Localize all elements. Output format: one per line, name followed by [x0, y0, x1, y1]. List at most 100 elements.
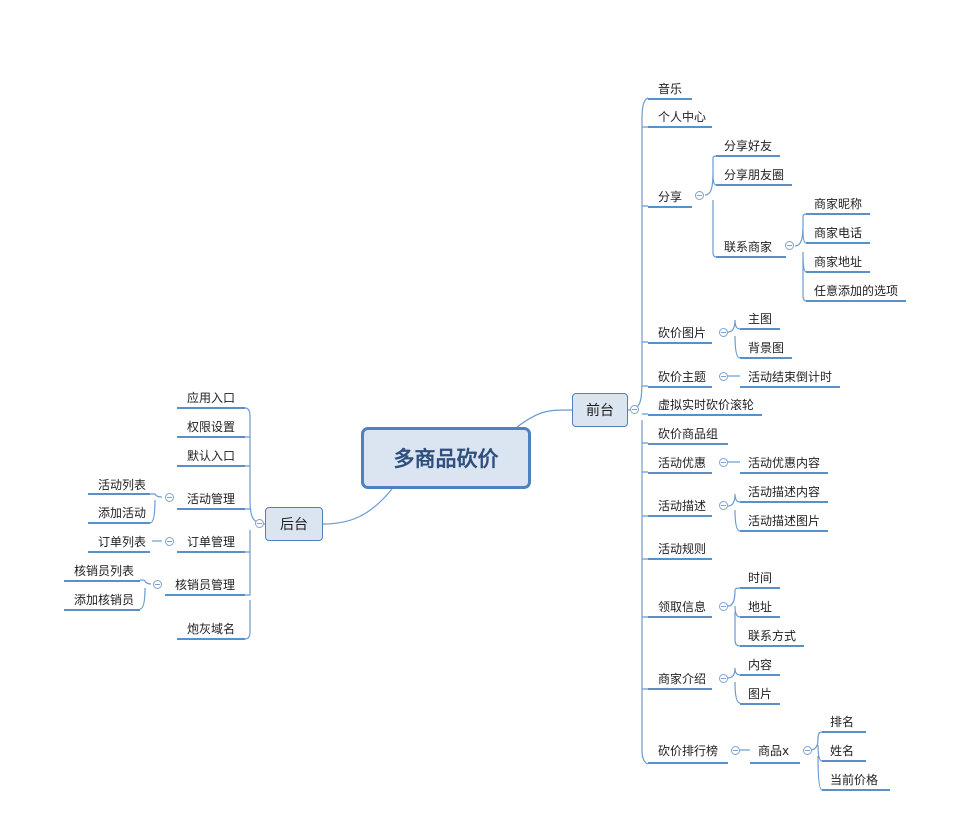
node-order-list[interactable]: 订单列表 — [98, 535, 147, 549]
edge-share-children — [704, 155, 717, 258]
branch-front[interactable]: 前台 — [572, 393, 628, 427]
node-intro-content[interactable]: 内容 — [748, 658, 773, 672]
node-merchant-address[interactable]: 商家地址 — [814, 255, 863, 269]
edge-activity-children — [149, 493, 163, 524]
node-underline — [648, 762, 728, 764]
branch-back[interactable]: 后台 — [265, 507, 323, 541]
node-pickup-info[interactable]: 领取信息 — [658, 600, 707, 614]
node-bargain-theme[interactable]: 砍价主题 — [658, 370, 707, 384]
node-add-verifier[interactable]: 添加核销员 — [74, 593, 135, 607]
collapse-icon[interactable] — [719, 602, 728, 611]
node-underline — [648, 616, 712, 618]
node-underline — [648, 386, 712, 388]
node-permissions[interactable]: 权限设置 — [187, 420, 236, 434]
root-node[interactable]: 多商品砍价 — [361, 427, 531, 489]
node-order-mgmt[interactable]: 订单管理 — [187, 535, 236, 549]
collapse-icon[interactable] — [695, 191, 704, 200]
node-underline — [648, 126, 712, 128]
node-activity-rules[interactable]: 活动规则 — [658, 542, 707, 556]
node-underline — [822, 760, 866, 762]
node-verifier-list[interactable]: 核销员列表 — [74, 564, 135, 578]
collapse-icon[interactable] — [731, 746, 740, 755]
node-bargain-ranking[interactable]: 砍价排行榜 — [658, 744, 719, 758]
node-activity-mgmt[interactable]: 活动管理 — [187, 492, 236, 506]
node-contact-merchant[interactable]: 联系商家 — [724, 240, 773, 254]
node-description-content[interactable]: 活动描述内容 — [748, 485, 821, 499]
node-underline — [648, 342, 712, 344]
node-activity-discount[interactable]: 活动优惠 — [658, 456, 707, 470]
collapse-icon[interactable] — [630, 405, 639, 414]
node-activity-description[interactable]: 活动描述 — [658, 499, 707, 513]
edge-description-children — [727, 493, 741, 532]
edge-root-front — [516, 409, 573, 428]
node-share-friend[interactable]: 分享好友 — [724, 139, 773, 153]
node-music[interactable]: 音乐 — [658, 82, 683, 96]
node-underline — [648, 443, 728, 445]
node-underline — [177, 407, 245, 409]
edge-back-trunk — [244, 407, 266, 640]
node-verifier-mgmt[interactable]: 核销员管理 — [175, 578, 236, 592]
collapse-icon[interactable] — [719, 328, 728, 337]
node-merchant-intro[interactable]: 商家介绍 — [658, 672, 707, 686]
node-background-image[interactable]: 背景图 — [748, 341, 785, 355]
collapse-icon[interactable] — [165, 493, 174, 502]
node-goods-x[interactable]: 商品x — [758, 744, 790, 758]
node-underline — [177, 436, 245, 438]
node-add-activity[interactable]: 添加活动 — [98, 506, 147, 520]
node-underline — [822, 731, 866, 733]
node-pickup-address[interactable]: 地址 — [748, 600, 773, 614]
node-name[interactable]: 姓名 — [830, 744, 855, 758]
node-intro-image[interactable]: 图片 — [748, 687, 773, 701]
collapse-icon[interactable] — [153, 580, 162, 589]
node-merchant-nickname[interactable]: 商家昵称 — [814, 197, 863, 211]
edge-pickup-children — [727, 587, 741, 647]
node-underline — [806, 242, 870, 244]
node-underline — [716, 155, 780, 157]
node-underline — [648, 414, 762, 416]
collapse-icon[interactable] — [719, 458, 728, 467]
collapse-icon[interactable] — [719, 372, 728, 381]
node-bargain-images[interactable]: 砍价图片 — [658, 326, 707, 340]
node-underline — [648, 98, 692, 100]
node-description-image[interactable]: 活动描述图片 — [748, 514, 821, 528]
node-virtual-scroll[interactable]: 虚拟实时砍价滚轮 — [658, 398, 755, 412]
node-underline — [64, 580, 140, 582]
node-share-moments[interactable]: 分享朋友圈 — [724, 168, 785, 182]
node-underline — [88, 493, 150, 495]
node-share[interactable]: 分享 — [658, 190, 683, 204]
node-underline — [716, 184, 792, 186]
node-pickup-time[interactable]: 时间 — [748, 571, 773, 585]
edge-contact-children — [794, 213, 807, 302]
collapse-icon[interactable] — [165, 537, 174, 546]
edge-root-back — [322, 488, 393, 525]
node-main-image[interactable]: 主图 — [748, 312, 773, 326]
collapse-icon[interactable] — [803, 746, 812, 755]
node-countdown[interactable]: 活动结束倒计时 — [748, 370, 833, 384]
node-discount-content[interactable]: 活动优惠内容 — [748, 456, 821, 470]
node-rank[interactable]: 排名 — [830, 715, 855, 729]
node-custom-option[interactable]: 任意添加的选项 — [814, 284, 899, 298]
node-underline — [740, 357, 792, 359]
collapse-icon[interactable] — [255, 519, 264, 528]
node-underline — [88, 522, 150, 524]
node-app-entry[interactable]: 应用入口 — [187, 391, 236, 405]
node-underline — [648, 558, 712, 560]
node-default-entry[interactable]: 默认入口 — [187, 449, 236, 463]
collapse-icon[interactable] — [785, 241, 794, 250]
node-merchant-phone[interactable]: 商家电话 — [814, 226, 863, 240]
collapse-icon[interactable] — [719, 501, 728, 510]
edge-verifier-children — [139, 579, 152, 610]
node-current-price[interactable]: 当前价格 — [830, 773, 879, 787]
node-activity-list[interactable]: 活动列表 — [98, 478, 147, 492]
node-goods-group[interactable]: 砍价商品组 — [658, 427, 719, 441]
node-underline — [177, 465, 245, 467]
node-underline — [648, 206, 692, 208]
node-personal-center[interactable]: 个人中心 — [658, 110, 707, 124]
collapse-icon[interactable] — [719, 674, 728, 683]
node-pickup-contact[interactable]: 联系方式 — [748, 629, 797, 643]
node-underline — [177, 508, 245, 510]
node-cannon-domain[interactable]: 炮灰域名 — [187, 622, 236, 636]
node-underline — [716, 256, 786, 258]
node-underline — [806, 300, 906, 302]
